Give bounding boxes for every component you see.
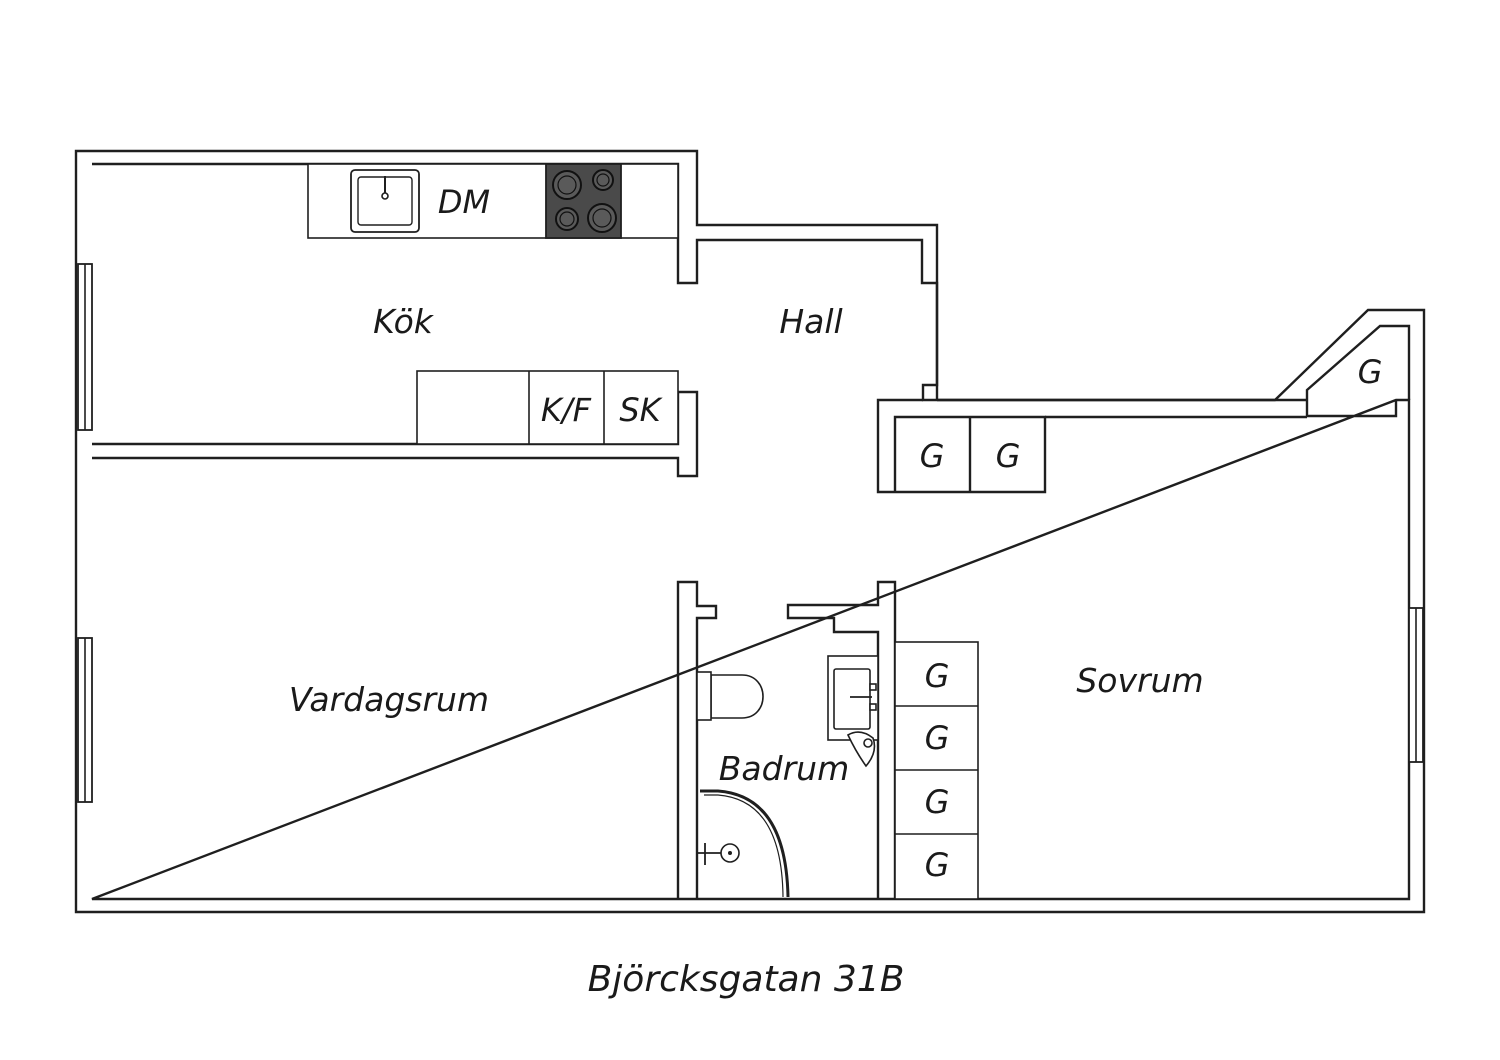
label-wardrobe-hall-1: G xyxy=(920,437,945,475)
washbasin-icon xyxy=(827,655,879,741)
stove xyxy=(545,163,622,239)
label-wardrobe-bed-3: G xyxy=(925,783,950,821)
toilet-icon xyxy=(696,671,764,721)
room-label-hall: Hall xyxy=(779,302,842,341)
room-label-kok: Kök xyxy=(373,302,435,341)
bedroom-wardrobes xyxy=(894,641,979,900)
label-fridge-freezer: K/F xyxy=(541,391,592,429)
door-swing-badrum xyxy=(846,731,876,768)
window-vardagsrum xyxy=(77,637,93,803)
label-wardrobe-bed-2: G xyxy=(925,719,950,757)
window-kok xyxy=(77,263,93,431)
kitchen-counter-bottom xyxy=(416,370,679,445)
label-wardrobe-hall-2: G xyxy=(996,437,1021,475)
outer-wall-outside xyxy=(74,149,1426,914)
diagonal-inner-wall xyxy=(937,324,1411,402)
wall-hall-closet xyxy=(876,398,1047,494)
label-dishwasher: DM xyxy=(438,183,490,221)
label-wardrobe-bed-1: G xyxy=(925,657,950,695)
outer-wall-inside xyxy=(91,162,1411,901)
label-wardrobe-bed-4: G xyxy=(925,846,950,884)
address-caption: Björcksgatan 31B xyxy=(588,959,905,1000)
room-label-sovrum: Sovrum xyxy=(1076,661,1203,700)
label-cabinet: SK xyxy=(619,391,663,429)
shower-icon xyxy=(697,789,790,898)
label-wardrobe-corner: G xyxy=(1358,353,1383,391)
wall-badrum-sovrum xyxy=(786,580,897,899)
sink xyxy=(350,169,420,233)
wall-vardagsrum-badrum xyxy=(676,580,718,899)
room-label-badrum: Badrum xyxy=(719,749,849,788)
window-sovrum xyxy=(1408,607,1424,763)
room-label-vardagsrum: Vardagsrum xyxy=(289,680,489,719)
